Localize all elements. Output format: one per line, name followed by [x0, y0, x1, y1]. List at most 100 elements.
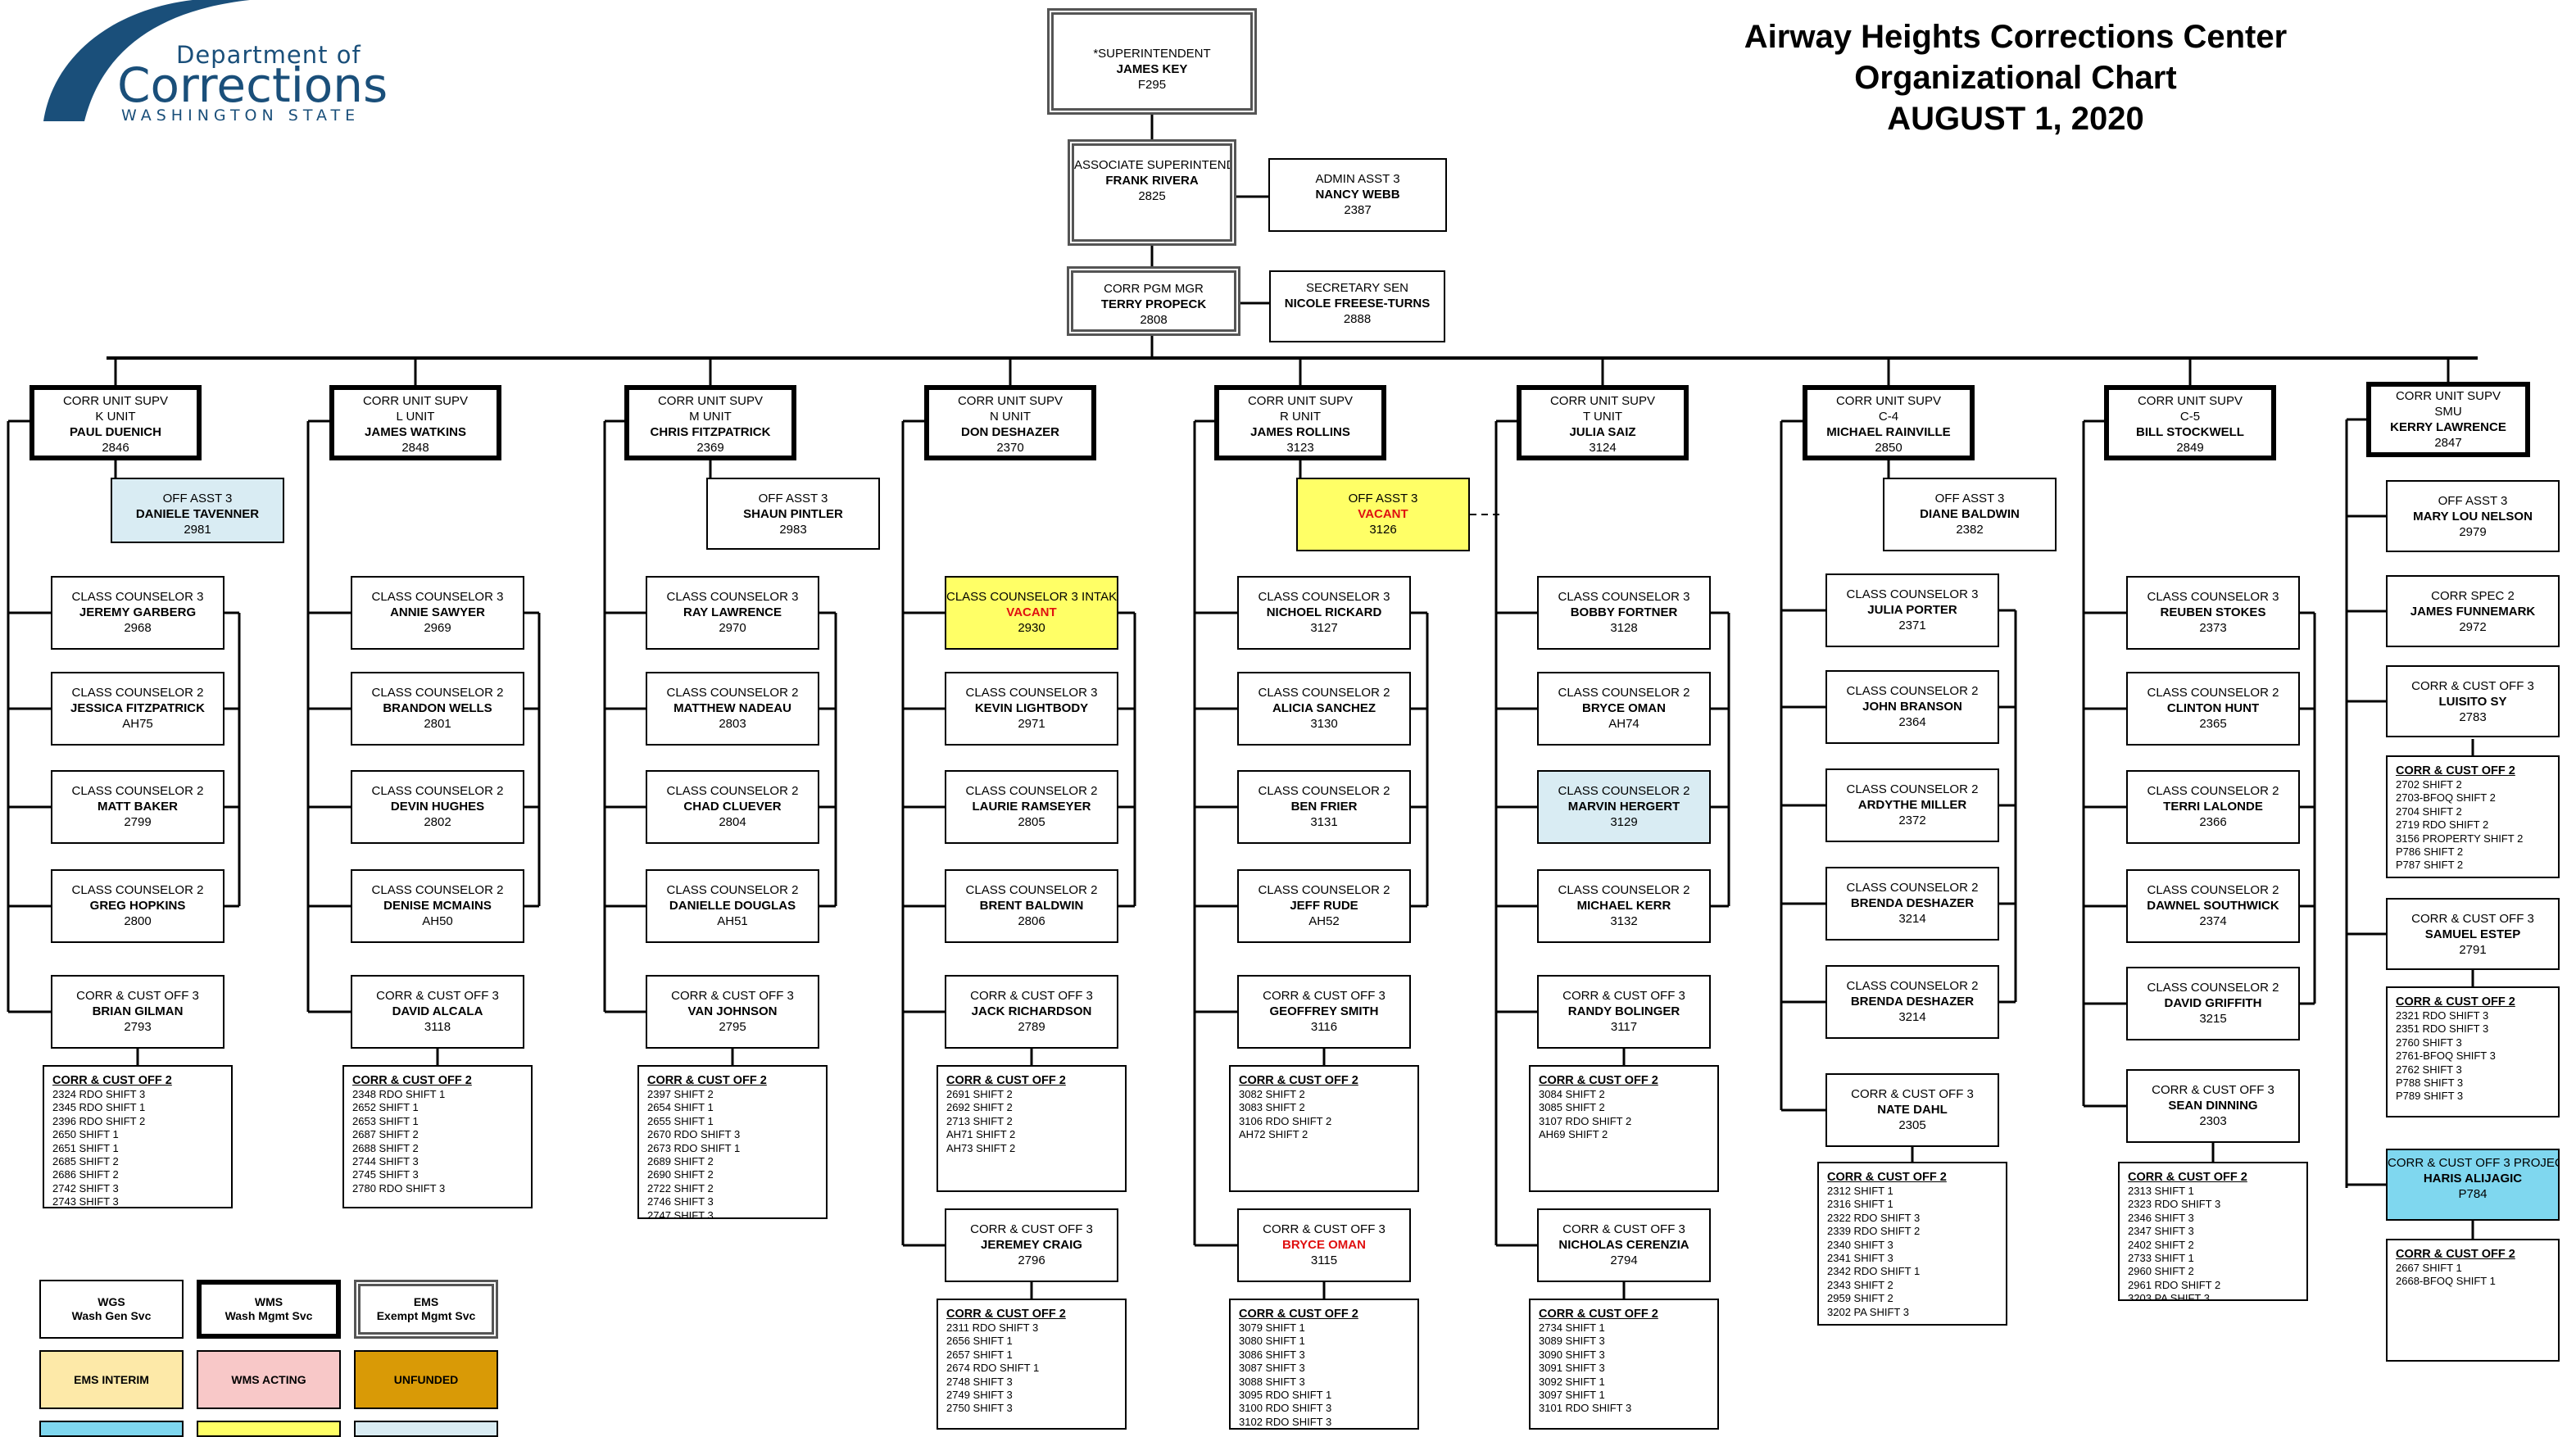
list-item: 3106 RDO SHIFT 2 — [1239, 1114, 1332, 1127]
employee-name: JESSICA FITZPATRICK — [70, 701, 205, 715]
position-number: AH52 — [1308, 914, 1340, 928]
staff-box[interactable]: CLASS COUNSELOR 3 INTAKE/ORIENVACANT2930 — [945, 576, 1118, 650]
position-title: CLASS COUNSELOR 3 — [965, 686, 1098, 700]
position-number: 2371 — [1898, 619, 1926, 632]
list-title: CORR & CUST OFF 2 — [1539, 1074, 1658, 1087]
legend-line: Wash Gen Svc — [71, 1309, 152, 1322]
list-item: 2342 RDO SHIFT 1 — [1827, 1265, 1921, 1278]
position-title: ADMIN ASST 3 — [1315, 172, 1400, 186]
employee-name: JEREMEY CRAIG — [981, 1238, 1082, 1252]
list-title: CORR & CUST OFF 2 — [1239, 1308, 1358, 1321]
employee-name: DAVID GRIFFITH — [2164, 996, 2262, 1010]
associate-superintendent-box[interactable]: ASSOCIATE SUPERINTENDENT OPERATIONSFRANK… — [1068, 139, 1236, 246]
list-item: 2673 RDO SHIFT 1 — [647, 1141, 741, 1154]
list-item: 2750 SHIFT 3 — [946, 1402, 1013, 1415]
position-title: CORR UNIT SUPV — [657, 394, 764, 408]
position-title: CLASS COUNSELOR 2 — [1258, 686, 1390, 700]
list-title: CORR & CUST OFF 2 — [352, 1074, 472, 1087]
position-number: 2972 — [2459, 620, 2487, 634]
